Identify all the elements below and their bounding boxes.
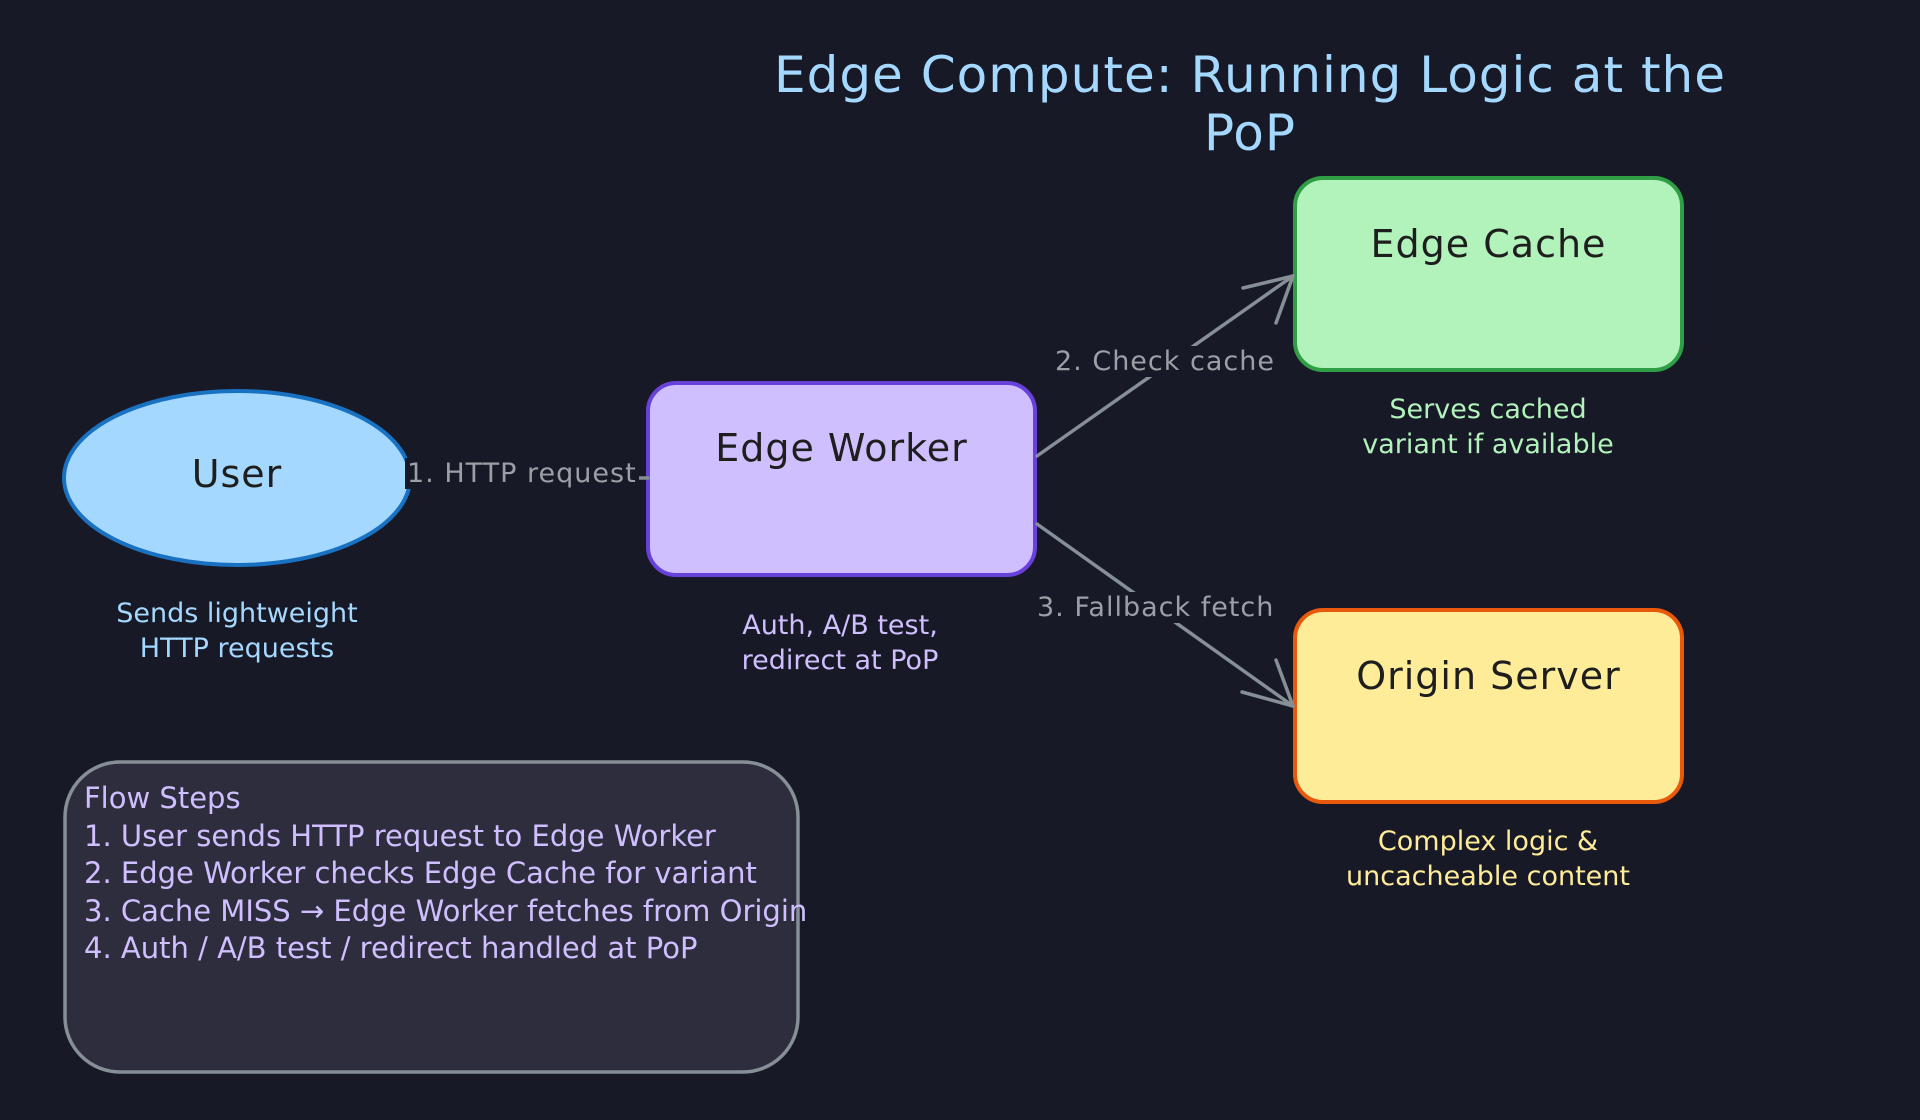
flow-steps-panel <box>63 760 800 1074</box>
edge-worker-node-label: Edge Worker <box>715 426 968 470</box>
edge-cache-node-shape[interactable] <box>1293 176 1684 372</box>
origin-server-node-label: Origin Server <box>1356 654 1621 698</box>
origin-server-node-caption: Complex logic & uncacheable content <box>1346 826 1630 892</box>
edge-cache-node-caption: Serves cached variant if available <box>1362 394 1614 460</box>
arrowhead-fallback-fetch <box>1240 658 1295 708</box>
edge-cache-node-label: Edge Cache <box>1370 222 1607 266</box>
edge-label-fallback-fetch: 3. Fallback fetch <box>1035 592 1277 623</box>
diagram-title: Edge Compute: Running Logic at the PoP <box>773 46 1727 162</box>
flow-steps-text: Flow Steps 1. User sends HTTP request to… <box>84 780 854 968</box>
arrowhead-check-cache <box>1241 274 1295 325</box>
origin-server-node-shape[interactable] <box>1293 608 1684 804</box>
edge-label-check-cache: 2. Check cache <box>1053 346 1277 377</box>
flow-steps-heading: Flow Steps <box>84 781 241 815</box>
edge-worker-node-shape[interactable] <box>646 381 1037 577</box>
flow-step-item: 4. Auth / A/B test / redirect handled at… <box>84 931 698 965</box>
edge-worker-node-caption: Auth, A/B test, redirect at PoP <box>741 610 939 676</box>
flow-step-item: 3. Cache MISS → Edge Worker fetches from… <box>84 893 808 928</box>
flow-step-item: 1. User sends HTTP request to Edge Worke… <box>84 818 716 853</box>
user-node-label: User <box>191 452 283 496</box>
edge-label-http-request: 1. HTTP request <box>405 458 639 489</box>
flow-step-item: 2. Edge Worker checks Edge Cache for var… <box>84 856 757 890</box>
user-node-caption: Sends lightweight HTTP requests <box>116 598 358 664</box>
